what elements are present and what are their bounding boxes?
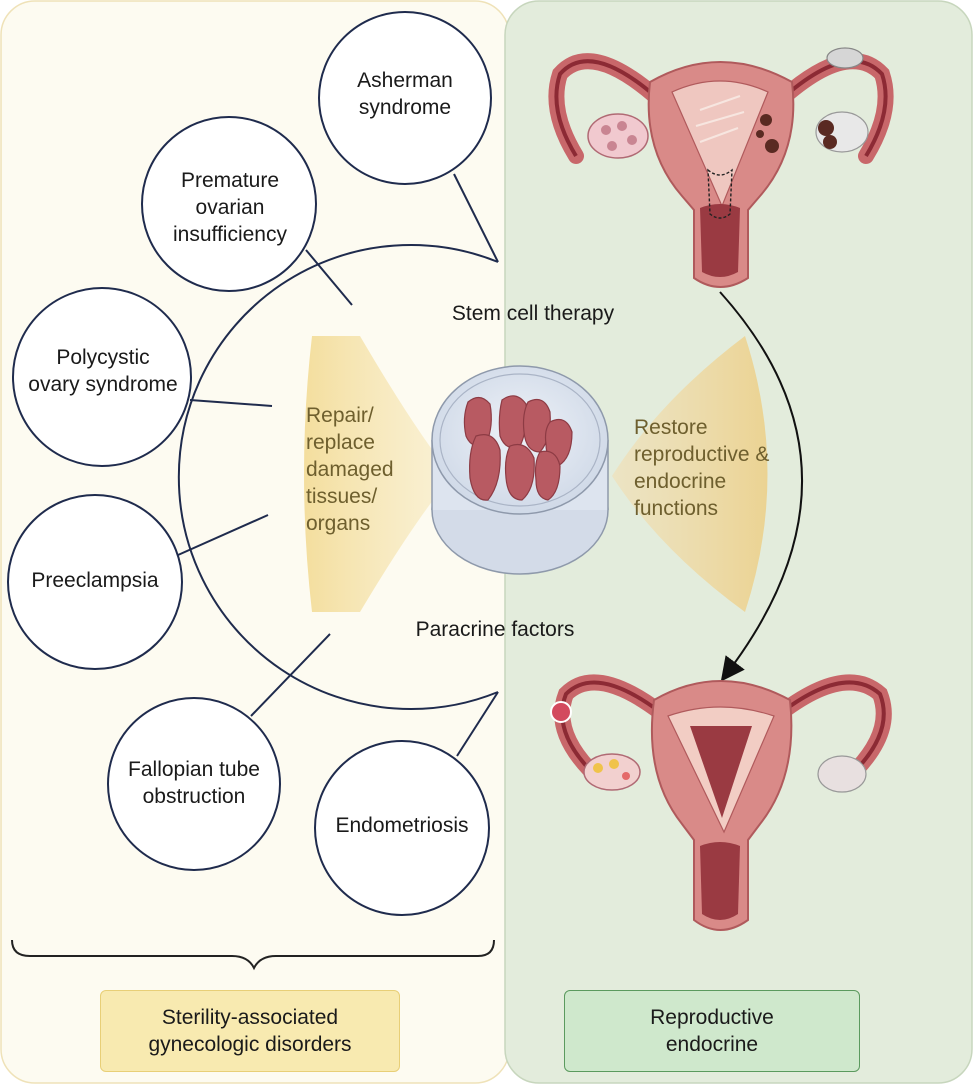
diseased-uterus-icon xyxy=(548,47,894,288)
stem-cell-therapy-label: Stem cell therapy xyxy=(451,302,615,325)
repair-fan xyxy=(304,336,452,612)
preeclampsia-circle xyxy=(7,494,183,670)
grouping-brace xyxy=(11,939,495,971)
fallopian-tube-obstruction-circle xyxy=(107,697,281,871)
paracrine-factors-label: Paracrine factors xyxy=(415,618,575,641)
transition-arrow xyxy=(719,291,803,682)
preeclampsia-label: Preeclampsia xyxy=(31,569,159,592)
restore-fan xyxy=(612,336,768,612)
tissue-clusters-icon xyxy=(463,395,573,501)
connector-lines xyxy=(177,173,499,757)
asherman-syndrome-circle xyxy=(318,11,492,185)
polycystic-ovary-syndrome-label: Polycystic ovary syndrome xyxy=(28,346,178,396)
fallopian-tube-obstruction-label: Fallopian tube obstruction xyxy=(128,758,260,808)
repair-text: Repair/ replace damaged tissues/ organs xyxy=(306,404,394,535)
central-arc xyxy=(177,244,499,710)
restore-text: Restore reproductive & endocrine functio… xyxy=(634,416,770,520)
premature-ovarian-insufficiency-circle xyxy=(141,116,317,292)
premature-ovarian-insufficiency-label: Premature ovarian insufficiency xyxy=(172,169,287,246)
healthy-uterus-icon xyxy=(550,674,892,931)
polycystic-ovary-syndrome-circle xyxy=(12,287,192,467)
disorders-category-box: Sterility-associated gynecologic disorde… xyxy=(100,990,400,1072)
asherman-syndrome-label: Asherman syndrome xyxy=(357,69,453,119)
endometriosis-circle xyxy=(314,740,490,916)
reproductive-endocrine-box: Reproductive endocrine xyxy=(564,990,860,1072)
endometriosis-label: Endometriosis xyxy=(335,814,469,837)
